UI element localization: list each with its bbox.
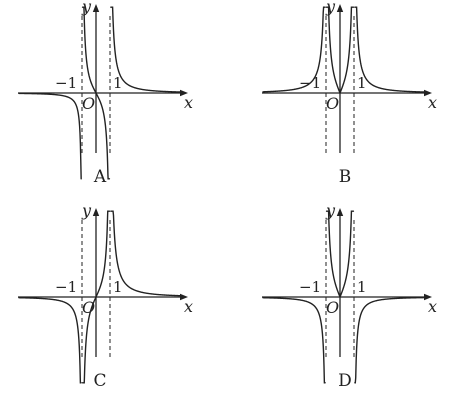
graph-panel-A: y x O −1 1A: [18, 0, 193, 187]
curve-branch-2: [81, 6, 111, 180]
graph-panel-C: y x O −1 1C: [18, 201, 193, 391]
y-axis-label: y: [81, 201, 92, 220]
curve-branch-1: [110, 210, 183, 297]
y-axis-label: y: [81, 0, 92, 16]
tick-label-neg-1: −1: [55, 74, 77, 92]
curve-branch-3: [325, 6, 355, 95]
graph-panel-B: y x O −1 1B: [262, 0, 437, 187]
curve-branch-1: [354, 6, 427, 93]
curve-branch-1: [354, 296, 427, 384]
y-axis-arrow: [336, 208, 344, 216]
origin-label: O: [326, 298, 339, 317]
tick-label-neg-1: −1: [299, 278, 321, 296]
curve-branch-2: [262, 297, 326, 384]
origin-label: O: [326, 94, 339, 113]
x-axis-arrow: [424, 293, 432, 301]
curve-branch-3: [325, 210, 355, 299]
y-axis-label: y: [325, 201, 336, 220]
option-caption: B: [339, 167, 352, 187]
origin-label: O: [82, 298, 95, 317]
x-axis-arrow: [180, 89, 188, 97]
y-axis-arrow: [92, 4, 100, 12]
tick-label-1: 1: [113, 278, 123, 296]
x-axis-arrow: [424, 89, 432, 97]
y-axis-arrow: [92, 208, 100, 216]
option-caption: D: [338, 371, 352, 391]
curve-branch-2: [18, 297, 82, 384]
tick-label-1: 1: [357, 278, 367, 296]
y-axis-label: y: [325, 0, 336, 16]
option-caption: C: [93, 371, 106, 391]
y-axis-arrow: [336, 4, 344, 12]
x-axis-label: x: [428, 297, 437, 316]
curve-branch-1: [110, 6, 183, 93]
tick-label-1: 1: [357, 74, 367, 92]
option-caption: A: [93, 167, 107, 187]
origin-label: O: [82, 94, 95, 113]
tick-label-neg-1: −1: [55, 278, 77, 296]
x-axis-label: x: [184, 93, 193, 112]
x-axis-label: x: [184, 297, 193, 316]
tick-label-1: 1: [113, 74, 123, 92]
x-axis-label: x: [428, 93, 437, 112]
tick-label-neg-1: −1: [299, 74, 321, 92]
curve-branch-3: [18, 92, 82, 180]
graph-panel-D: y x O −1 1D: [262, 201, 437, 391]
curve-branch-3: [81, 210, 111, 384]
curve-branch-2: [262, 6, 326, 93]
